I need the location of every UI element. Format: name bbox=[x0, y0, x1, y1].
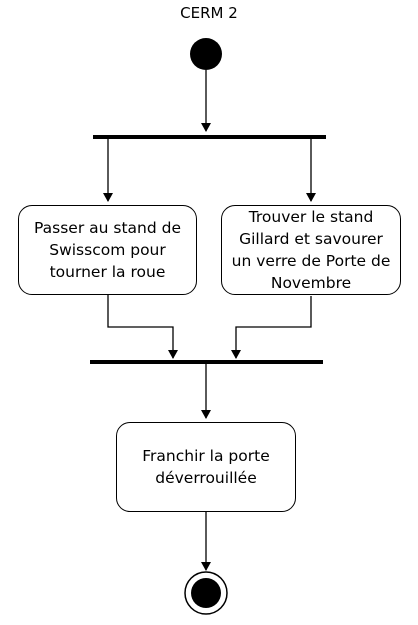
action-gillard-porte-novembre-label: Trouver le stand Gillard et savourer un … bbox=[231, 208, 391, 292]
action-swisscom-wheel: Passer au stand de Swisscom pour tourner… bbox=[18, 205, 197, 295]
action-gillard-porte-novembre: Trouver le stand Gillard et savourer un … bbox=[221, 205, 401, 295]
action-swisscom-wheel-label: Passer au stand de Swisscom pour tourner… bbox=[33, 219, 181, 281]
action-franchir-porte-label: Franchir la porte déverrouillée bbox=[142, 447, 270, 487]
fork-bar bbox=[93, 135, 326, 139]
diagram-title: CERM 2 bbox=[180, 4, 238, 22]
final-node-dot bbox=[191, 578, 221, 608]
edge-right-action-to-join bbox=[231, 296, 312, 359]
initial-node bbox=[190, 38, 222, 70]
join-bar bbox=[90, 360, 323, 364]
action-franchir-porte: Franchir la porte déverrouillée bbox=[116, 422, 296, 512]
edge-left-action-to-join bbox=[107, 295, 178, 359]
